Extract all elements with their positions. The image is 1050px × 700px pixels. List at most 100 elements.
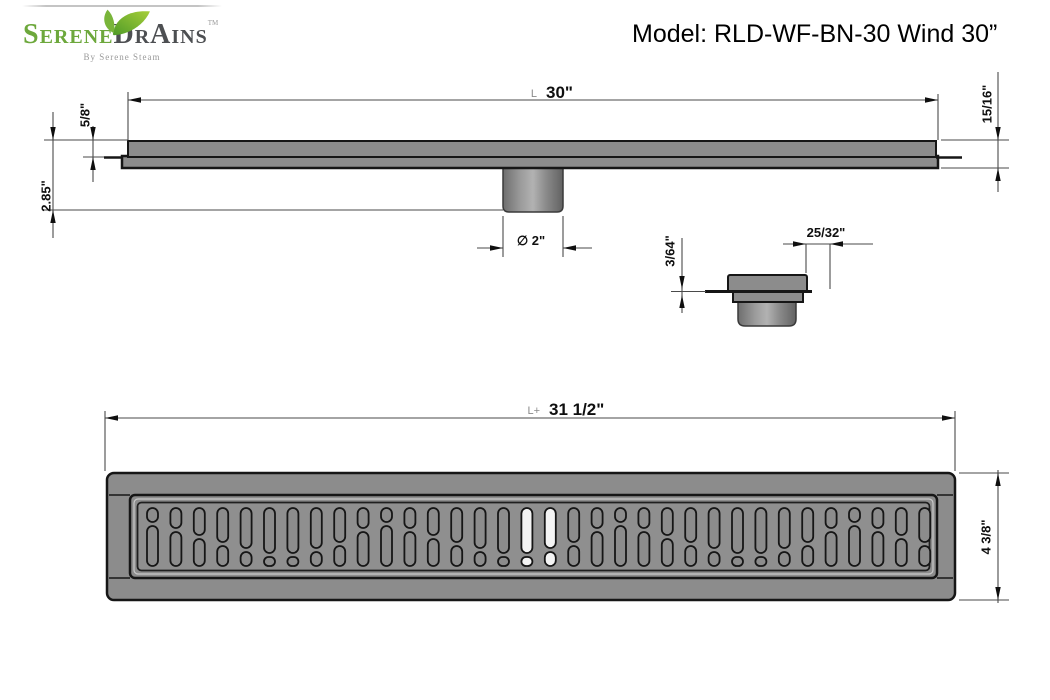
- arrowhead: [50, 127, 56, 140]
- grate-slot: [333, 507, 347, 543]
- grate-slot: [520, 507, 534, 554]
- grate-slot: [263, 507, 276, 554]
- brand-name-first: Serene: [23, 19, 114, 50]
- brand-logo: SereneDrAinsTM By Serene Steam: [18, 5, 226, 62]
- grate-slot-pattern: [146, 507, 932, 567]
- grate-slot: [192, 538, 206, 567]
- grate-slot: [286, 507, 300, 554]
- grate-slot: [848, 507, 861, 523]
- grate-slot: [777, 507, 791, 549]
- arrowhead: [105, 415, 118, 421]
- grate-slot: [754, 507, 768, 554]
- grate-slot: [848, 525, 861, 567]
- outlet-detail-view: 25/32" 3/64": [662, 225, 873, 327]
- grate-slot: [356, 507, 370, 529]
- grate-slot: [894, 507, 908, 536]
- brand-tagline: By Serene Steam: [83, 52, 161, 62]
- grate-slot: [614, 507, 627, 523]
- grate-slot: [567, 507, 581, 543]
- arrowhead: [995, 473, 1001, 486]
- plan-grate-frame-bevel: [133, 498, 934, 575]
- arrowhead: [90, 127, 96, 140]
- grate-slot: [216, 507, 230, 543]
- grate-slot: [590, 507, 604, 529]
- grate-slot: [660, 538, 674, 567]
- grate-slot: [894, 538, 908, 567]
- model-title: Model: RLD-WF-BN-30 Wind 30”: [632, 20, 998, 48]
- grate-slot: [356, 531, 370, 567]
- grate-slot: [239, 507, 253, 549]
- grate-slot: [497, 556, 510, 567]
- grate-slot: [824, 531, 838, 567]
- grate-slot: [777, 551, 791, 567]
- grate-slot: [520, 556, 534, 567]
- side-view-dimensions: L 30" 5/8" 2.85": [38, 72, 1009, 257]
- dim-label-flange-thickness: 3/64": [662, 235, 677, 266]
- grate-slot: [380, 525, 393, 567]
- dim-label-outlet-offset: 25/32": [807, 225, 846, 240]
- dim-label-overall-depth: 2.85": [38, 180, 53, 211]
- grate-slot: [403, 507, 417, 529]
- grate-slot: [473, 551, 487, 567]
- arrowhead: [679, 295, 685, 308]
- trademark-mark: TM: [207, 19, 219, 27]
- arrowhead: [679, 276, 685, 289]
- grate-slot: [707, 551, 721, 567]
- grate-slot: [239, 551, 253, 567]
- dim-label-length: 30": [546, 83, 573, 102]
- grate-slot: [216, 545, 230, 567]
- arrowhead: [925, 97, 938, 103]
- arrowhead: [563, 245, 576, 251]
- grate-slot: [309, 507, 323, 549]
- grate-slot: [614, 525, 627, 567]
- grate-slot: [192, 507, 206, 536]
- brand-name: SereneDrAinsTM: [18, 20, 226, 49]
- dim-label-outlet-diameter: ∅ 2": [517, 233, 545, 248]
- grate-slot: [473, 507, 487, 549]
- arrowhead: [830, 241, 843, 247]
- grate-slot: [871, 507, 885, 529]
- grate-slot: [918, 507, 932, 543]
- grate-slot: [263, 556, 276, 567]
- grate-slot: [403, 531, 417, 567]
- arrowhead: [90, 157, 96, 170]
- grate-slot: [707, 507, 721, 549]
- arrowhead: [995, 168, 1001, 181]
- grate-slot: [543, 551, 557, 567]
- grate-slot: [380, 507, 393, 523]
- arrowhead: [942, 415, 955, 421]
- arrowhead: [793, 241, 806, 247]
- dim-label-overall-length-prefix: L+: [527, 405, 540, 417]
- grate-slot: [426, 538, 440, 567]
- arrowhead: [128, 97, 141, 103]
- grate-slot: [731, 507, 744, 554]
- grate-slot: [637, 507, 651, 529]
- grate-slot: [801, 507, 815, 543]
- leaf-small: [104, 9, 115, 33]
- outlet-detail-dimensions: 25/32" 3/64": [662, 225, 873, 313]
- arrowhead: [490, 245, 503, 251]
- detail-outlet-pipe: [737, 300, 797, 327]
- grate-slot: [731, 556, 744, 567]
- dim-label-channel-height: 15/16": [979, 85, 994, 124]
- grate-slot: [871, 531, 885, 567]
- grate-slot: [824, 507, 838, 529]
- top-view: L+ 31 1/2" 4 3/8": [104, 400, 1009, 603]
- dim-label-overall-length: 31 1/2": [549, 400, 604, 419]
- side-outlet-pipe: [502, 166, 564, 213]
- grate-slot: [450, 507, 464, 543]
- grate-slot: [918, 545, 932, 567]
- grate-slot: [309, 551, 323, 567]
- arrowhead: [995, 127, 1001, 140]
- grate-slot: [450, 545, 464, 567]
- leaf-icon: [104, 9, 150, 36]
- arrowhead: [995, 587, 1001, 600]
- grate-slot: [660, 507, 674, 536]
- dim-label-length-prefix: L: [531, 88, 537, 100]
- top-view-dimensions: L+ 31 1/2" 4 3/8": [104, 400, 1009, 603]
- grate-slot: [637, 531, 651, 567]
- grate-slot: [333, 545, 347, 567]
